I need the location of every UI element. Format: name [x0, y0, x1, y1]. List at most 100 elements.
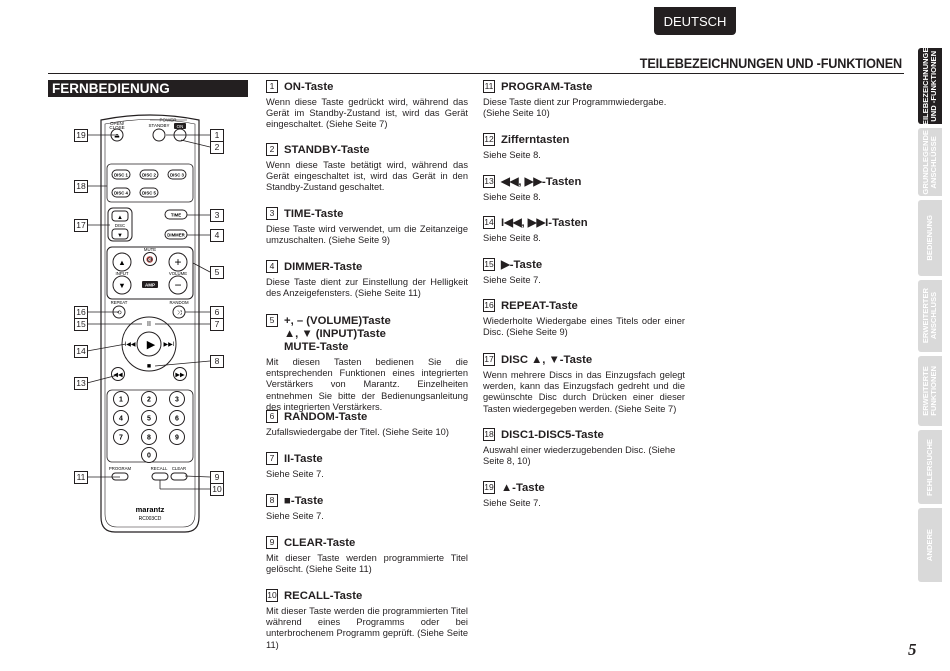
callout-19: 19 [74, 129, 88, 142]
pause-icon[interactable]: II [147, 321, 151, 328]
side-tab-andere[interactable]: ANDERE [918, 508, 942, 582]
item-15: 15▶-Taste Siehe Seite 7. [483, 258, 543, 285]
skip-forward-icon[interactable]: ▶▶I [164, 342, 175, 348]
digit-9-label: 9 [175, 435, 179, 442]
digit-4-label: 4 [119, 416, 123, 423]
item-13: 13◀◀, ▶▶-Tasten Siehe Seite 8. [483, 175, 582, 202]
side-tab-erweiterter-anschluss[interactable]: ERWEITERTER ANSCHLUSS [918, 280, 942, 352]
header-rule [48, 73, 904, 74]
side-tab-teilebezeichnungen[interactable]: TEILEBEZEICHNUNGEN UND -FUNKTIONEN [918, 42, 942, 130]
callout-10: 10 [210, 483, 224, 496]
skip-back-icon[interactable]: I◀◀ [125, 342, 136, 348]
play-button[interactable] [136, 331, 162, 357]
standby-label: STANDBY [149, 123, 170, 128]
svg-text:RECALL: RECALL [151, 466, 168, 471]
callout-2: 2 [210, 141, 224, 154]
random-icon: ⤨ [177, 310, 182, 317]
callout-11: 11 [74, 471, 88, 484]
input-down-button[interactable] [112, 275, 132, 295]
on-label: ON [177, 124, 184, 129]
svg-text:DISC 2: DISC 2 [142, 173, 156, 178]
svg-text:DISC 1: DISC 1 [114, 173, 128, 178]
svg-text:DISC 5: DISC 5 [142, 191, 156, 196]
volume-up-button[interactable] [168, 252, 188, 272]
side-tab-grundlegende-anschluesse[interactable]: GRUNDLEGENDE ANSCHLÜSSE [918, 128, 942, 196]
svg-text:REPEAT: REPEAT [111, 300, 128, 305]
digit-2-button[interactable] [141, 391, 157, 407]
digit-8-button[interactable] [141, 429, 157, 445]
clear-button[interactable] [170, 472, 188, 481]
digit-9-button[interactable] [169, 429, 185, 445]
down-arrow-icon: ▼ [117, 233, 123, 239]
disc-up-button[interactable] [111, 210, 129, 222]
rewind-button[interactable] [111, 367, 125, 381]
up-arrow-icon: ▲ [118, 258, 125, 267]
page-number: 5 [908, 640, 917, 659]
svg-text:RANDOM: RANDOM [169, 300, 189, 305]
callout-3: 3 [210, 209, 224, 222]
fast-forward-icon: ▶▶ [175, 373, 185, 379]
digit-5-button[interactable] [141, 410, 157, 426]
play-icon: ▶ [147, 339, 156, 351]
remote-heading: FERNBEDIENUNG [48, 80, 248, 97]
digit-1-label: 1 [119, 397, 123, 404]
volume-down-button[interactable] [168, 275, 188, 295]
digit-7-button[interactable] [113, 429, 129, 445]
time-button[interactable] [164, 209, 188, 220]
fast-forward-button[interactable] [173, 367, 187, 381]
disc4-button[interactable] [111, 187, 131, 198]
side-tab-erweiterte-funktionen[interactable]: ERWEITERTE FUNKTIONEN [918, 356, 942, 426]
callout-14: 14 [74, 345, 88, 358]
disc-down-button[interactable] [111, 228, 129, 240]
disc1-button[interactable] [111, 169, 131, 180]
digit-3-button[interactable] [169, 391, 185, 407]
disc3-button[interactable] [167, 169, 187, 180]
repeat-icon: ⟲ [116, 311, 121, 317]
minus-icon: − [174, 278, 181, 292]
disc2-button[interactable] [139, 169, 159, 180]
digit-8-label: 8 [147, 435, 151, 442]
power-label: POWER [159, 118, 177, 123]
input-up-button[interactable] [112, 252, 132, 272]
digit-1-button[interactable] [113, 391, 129, 407]
disc-buttons: DISC 1 DISC 2 DISC 3 DISC 4 DISC 5 [111, 169, 187, 198]
digit-4-button[interactable] [113, 410, 129, 426]
digit-0-button[interactable] [141, 447, 157, 463]
program-button[interactable] [111, 472, 129, 481]
disc5-button[interactable] [139, 187, 159, 198]
item-5: 5+, – (VOLUME)Taste ▲, ▼ (INPUT)Taste MU… [266, 314, 468, 412]
callout-13: 13 [74, 377, 88, 390]
svg-text:DIMMER: DIMMER [167, 233, 185, 238]
standby-button[interactable] [152, 128, 166, 142]
dimmer-button[interactable] [164, 229, 188, 240]
eject-icon: ⏏ [114, 134, 120, 140]
item-8: 8■-Taste Siehe Seite 7. [266, 494, 324, 521]
mute-button[interactable] [143, 252, 157, 266]
callout-17: 17 [74, 219, 88, 232]
digit-0-label: 0 [147, 453, 151, 460]
callout-4: 4 [210, 229, 224, 242]
svg-text:DISC: DISC [115, 223, 125, 228]
svg-text:DISC 4: DISC 4 [114, 191, 128, 196]
callout-5: 5 [210, 266, 224, 279]
stop-icon[interactable]: ■ [147, 363, 151, 370]
callout-15: 15 [74, 318, 88, 331]
digit-6-button[interactable] [169, 410, 185, 426]
brand-logo: marantz [136, 505, 165, 514]
side-tab-fehlersuche[interactable]: FEHLERSUCHE [918, 430, 942, 504]
open-close-label: OPEN/ [110, 121, 125, 126]
side-tab-bedienung[interactable]: BEDIENUNG [918, 200, 942, 276]
